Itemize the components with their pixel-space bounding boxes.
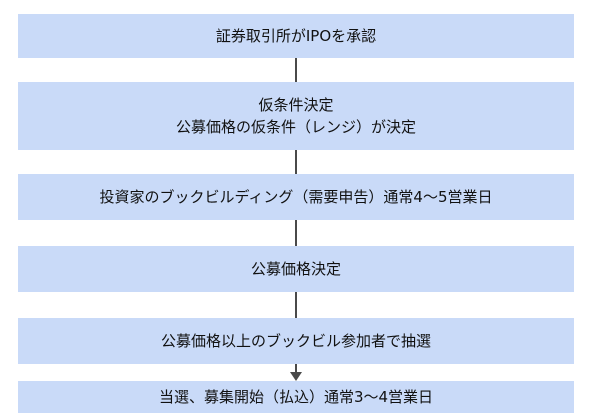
flow-step-ipo-approval: 証券取引所がIPOを承認 [18, 14, 574, 58]
step-label: 証券取引所がIPOを承認 [215, 27, 377, 45]
step-label: 当選、募集開始（払込）通常3〜4営業日 [158, 388, 434, 406]
flow-step-lottery: 公募価格以上のブックビル参加者で抽選 [18, 318, 574, 364]
step-label: 仮条件決定 [258, 96, 334, 114]
flow-connector [295, 58, 297, 82]
step-sublabel: 公募価格の仮条件（レンジ）が決定 [175, 118, 416, 136]
flow-step-provisional-conditions: 仮条件決定 公募価格の仮条件（レンジ）が決定 [18, 82, 574, 150]
flow-connector [295, 220, 297, 246]
step-label: 投資家のブックビルディング（需要申告）通常4〜5営業日 [99, 188, 493, 206]
flow-arrow-shaft [295, 364, 297, 374]
flow-connector [295, 150, 297, 174]
flow-step-subscription-start: 当選、募集開始（払込）通常3〜4営業日 [18, 381, 574, 413]
flow-step-book-building: 投資家のブックビルディング（需要申告）通常4〜5営業日 [18, 174, 574, 220]
arrow-down-icon [290, 372, 302, 381]
flow-connector [295, 292, 297, 318]
step-label: 公募価格以上のブックビル参加者で抽選 [160, 332, 431, 350]
flow-step-price-decided: 公募価格決定 [18, 246, 574, 292]
step-label: 公募価格決定 [250, 260, 341, 278]
